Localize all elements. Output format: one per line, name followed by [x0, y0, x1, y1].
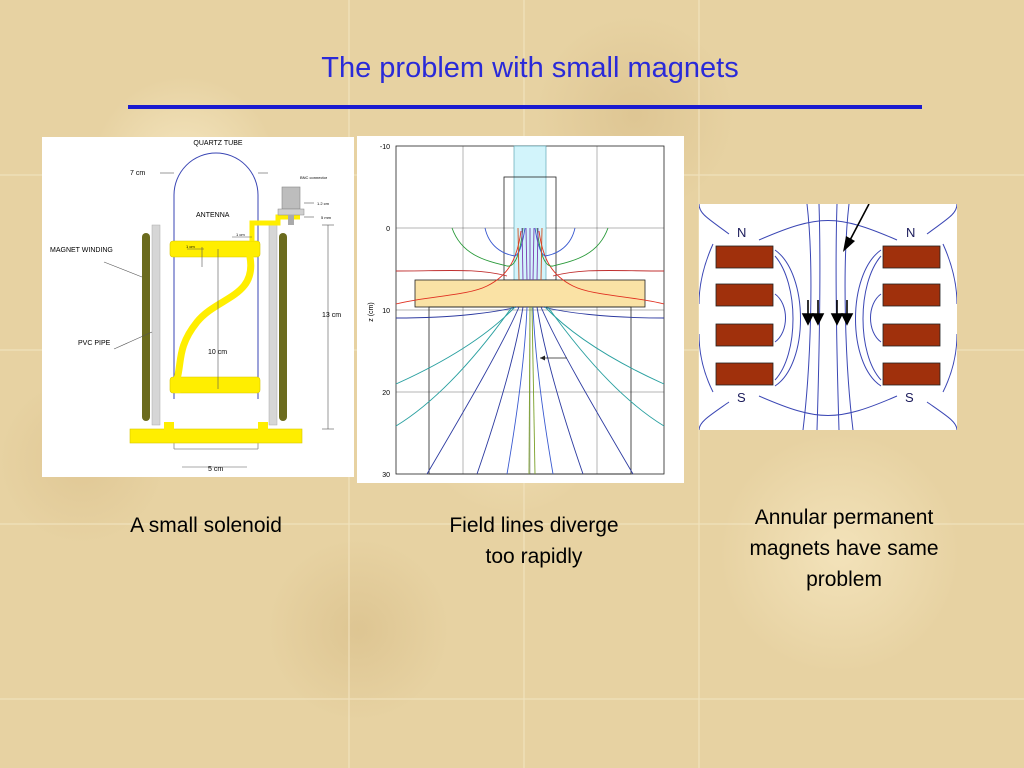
pole-label-s-right: S — [905, 390, 914, 405]
ytick-label: -10 — [380, 144, 390, 151]
coil-s-wire — [173, 253, 255, 383]
magnet-right-1 — [882, 245, 941, 269]
caption-magnets-line: problem — [806, 568, 882, 591]
ytick-label: 20 — [382, 390, 390, 397]
solenoid-diagram: QUARTZ TUBE 7 cm BNC connector 1.2 cm 5 … — [42, 137, 354, 477]
permanent-magnet-diagram: N N S S — [698, 203, 958, 431]
caption-magnets-line: magnets have same — [749, 537, 939, 560]
y-axis-label: z (cm) — [368, 302, 375, 321]
ytick-label: 30 — [382, 472, 390, 479]
label-dim-13cm: 13 cm — [322, 312, 341, 319]
label-dim-7cm: 7 cm — [130, 170, 145, 177]
quartz-tube — [173, 152, 259, 399]
label-pvc-pipe: PVC PIPE — [78, 340, 111, 347]
caption-solenoid: A small solenoid — [90, 510, 322, 541]
magnet-left-1 — [715, 245, 774, 269]
label-magnet-winding: MAGNET WINDING — [50, 247, 113, 254]
label-dim-1-2cm: 1.2 cm — [317, 201, 330, 206]
antenna-feed — [249, 214, 300, 241]
label-dim-10cm: 10 cm — [208, 349, 227, 356]
caption-field-line: Field lines diverge — [449, 514, 619, 537]
field-line-plot: -10 0 10 20 30 z (cm) — [357, 136, 684, 483]
magnet-right-3 — [882, 323, 941, 347]
magnet-right-2 — [882, 283, 941, 307]
ytick-label: 10 — [382, 308, 390, 315]
magnet-left-4 — [715, 362, 774, 386]
pvc-pipe-right — [268, 224, 278, 426]
magnet-left-3 — [715, 323, 774, 347]
pole-label-n-left: N — [737, 225, 746, 240]
slide-title: The problem with small magnets — [321, 52, 739, 84]
caption-field-line: too rapidly — [485, 545, 583, 568]
pole-label-n-right: N — [906, 225, 915, 240]
pointer-arrow — [848, 203, 870, 243]
title-underline — [128, 105, 922, 109]
bnc-connector — [281, 186, 301, 210]
pole-label-s-left: S — [737, 390, 746, 405]
magnet-left-2 — [715, 283, 774, 307]
magnet-right-4 — [882, 362, 941, 386]
pvc-pipe-left — [151, 224, 161, 426]
label-dim-1cm-left: 1 cm — [186, 244, 195, 249]
magnet-slab — [414, 279, 646, 308]
coil-top-band — [169, 240, 261, 258]
label-quartz-tube: QUARTZ TUBE — [193, 140, 242, 147]
caption-field: Field lines diverge too rapidly — [405, 510, 663, 572]
magnet-winding-left — [142, 233, 150, 421]
caption-magnets: Annular permanent magnets have same prob… — [710, 502, 978, 595]
magnet-winding-right — [279, 233, 287, 421]
ytick-label: 0 — [386, 226, 390, 233]
label-bnc-connector: BNC connector — [300, 175, 328, 180]
caption-magnets-line: Annular permanent — [754, 506, 934, 529]
label-dim-1cm-top: 1 cm — [236, 232, 245, 237]
base-plate — [129, 428, 303, 444]
label-dim-5mm: 5 mm — [321, 215, 332, 220]
caption-solenoid-text: A small solenoid — [130, 514, 282, 537]
coil-bottom-band — [169, 376, 261, 394]
label-dim-5cm: 5 cm — [208, 466, 223, 473]
label-antenna: ANTENNA — [196, 212, 230, 219]
